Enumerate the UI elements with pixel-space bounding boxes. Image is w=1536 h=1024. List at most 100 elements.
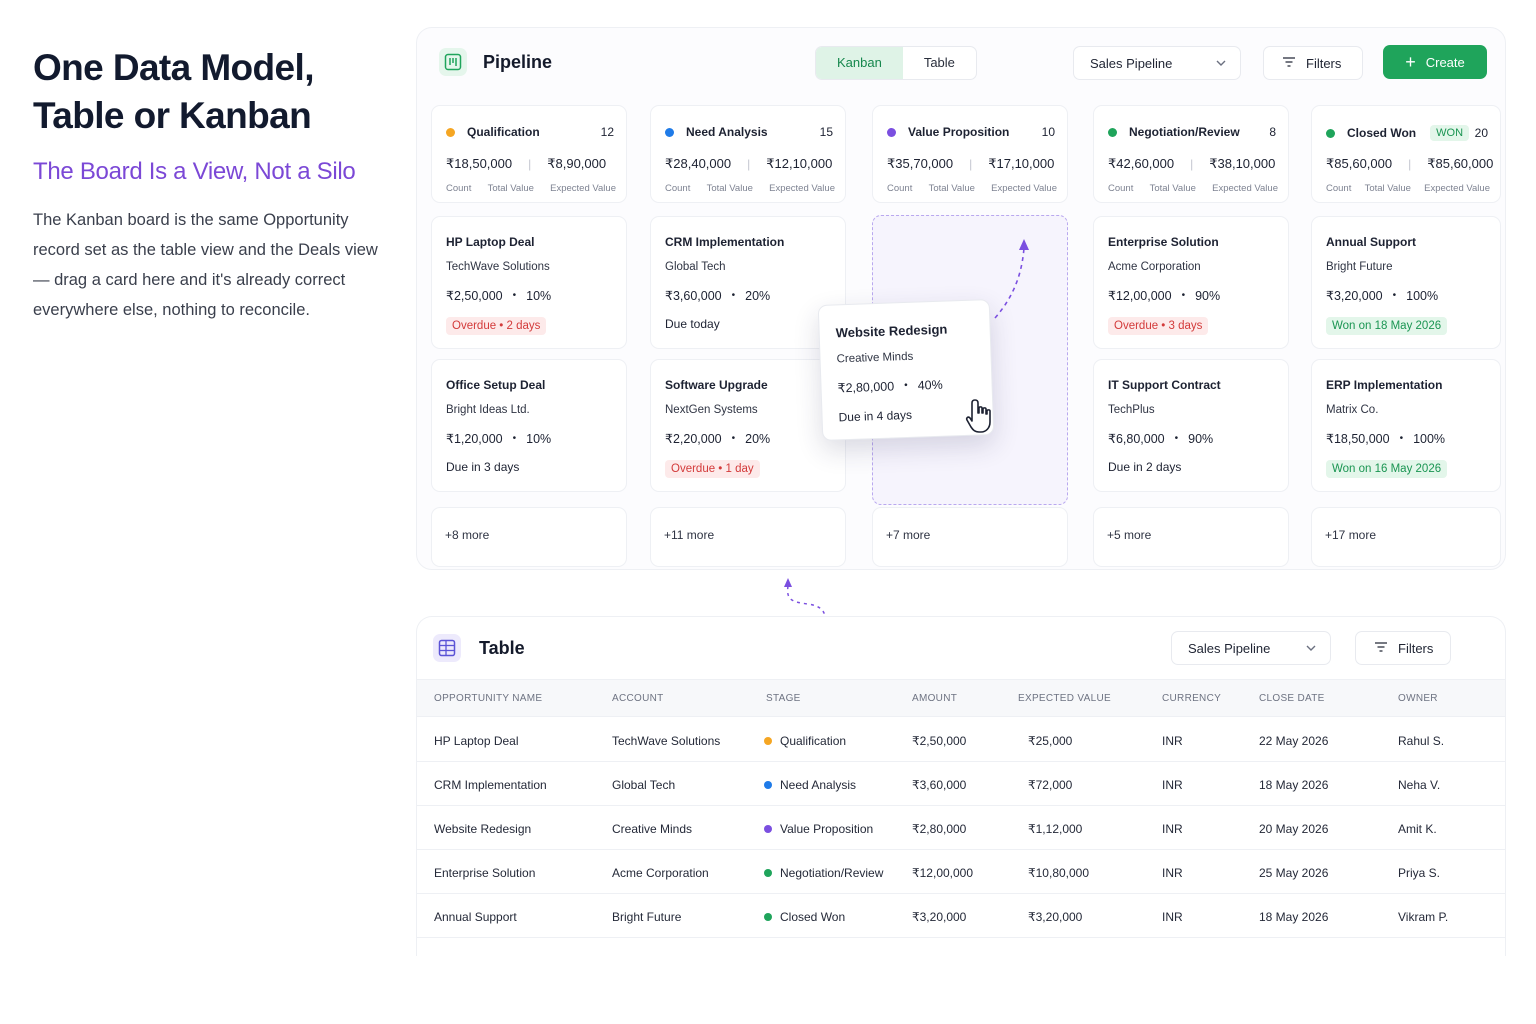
cell-currency: INR (1162, 778, 1183, 792)
status-badge: Won on 18 May 2026 (1326, 317, 1448, 335)
deal-account: Matrix Co. (1326, 404, 1379, 416)
deal-card[interactable]: IT Support Contract TechPlus ₹6,80,000•9… (1093, 359, 1289, 492)
deal-probability: 40% (917, 377, 943, 393)
stage-dot (764, 737, 772, 745)
stage-expected-value: ₹17,10,000 (988, 156, 1055, 171)
deal-name: Software Upgrade (665, 378, 768, 392)
deal-card[interactable]: CRM Implementation Global Tech ₹3,60,000… (650, 216, 846, 349)
view-toggle: Kanban Table (815, 46, 977, 80)
show-more-link[interactable]: +8 more (431, 507, 627, 567)
filters-label: Filters (1306, 55, 1342, 71)
column-header[interactable]: EXPECTED VALUE (1018, 693, 1111, 704)
deal-card[interactable]: Software Upgrade NextGen Systems ₹2,20,0… (650, 359, 846, 492)
deal-card[interactable]: Enterprise Solution Acme Corporation ₹12… (1093, 216, 1289, 349)
deal-account: Acme Corporation (1108, 261, 1201, 273)
label-count: Count (1108, 183, 1134, 194)
dragging-deal-card[interactable]: Website Redesign Creative Minds ₹2,80,00… (817, 299, 995, 441)
stage-total-value: ₹18,50,000 (446, 156, 513, 171)
kanban-board-icon (439, 48, 467, 76)
filter-icon (1374, 641, 1388, 656)
cell-account: Bright Future (612, 910, 682, 924)
title-line-1: One Data Model, (33, 47, 314, 88)
deal-card[interactable]: ERP Implementation Matrix Co. ₹18,50,000… (1311, 359, 1501, 492)
deal-amount: ₹2,20,000 (665, 432, 722, 446)
show-more-link[interactable]: +5 more (1093, 507, 1289, 567)
column-header[interactable]: OPPORTUNITY NAME (434, 693, 543, 704)
table-pipeline-select[interactable]: Sales Pipeline (1171, 631, 1331, 665)
table-header-row: OPPORTUNITY NAME ACCOUNT STAGE AMOUNT EX… (417, 679, 1505, 717)
table-row[interactable]: HP Laptop Deal TechWave Solutions Qualif… (417, 718, 1505, 762)
label-count: Count (1326, 183, 1352, 194)
stage-name: Qualification (467, 125, 540, 139)
table-row[interactable]: Enterprise Solution Acme Corporation Neg… (417, 850, 1505, 894)
stage-dot (764, 869, 772, 877)
kanban-title: Pipeline (483, 52, 553, 72)
cell-currency: INR (1162, 734, 1183, 748)
deal-probability: 20% (745, 431, 771, 446)
table-row[interactable]: CRM Implementation Global Tech Need Anal… (417, 762, 1505, 806)
stage-dot (1108, 127, 1117, 137)
deal-due: Due in 4 days (838, 407, 913, 425)
deal-card[interactable]: Annual Support Bright Future ₹3,20,000•1… (1311, 216, 1501, 349)
show-more-link[interactable]: +11 more (650, 507, 846, 567)
create-button[interactable]: + Create (1383, 45, 1487, 79)
show-more-link[interactable]: +17 more (1311, 507, 1501, 567)
cell-close-date: 20 May 2026 (1259, 822, 1329, 836)
deal-probability: 100% (1413, 431, 1446, 446)
cell-opportunity: Enterprise Solution (434, 866, 536, 880)
stage-dot (764, 913, 772, 921)
cell-expected-value: ₹25,000 (1028, 734, 1073, 748)
status-badge: Overdue • 3 days (1108, 317, 1209, 335)
cell-stage: Value Proposition (764, 822, 873, 836)
deal-probability: 90% (1195, 288, 1221, 303)
deal-card[interactable]: Office Setup Deal Bright Ideas Ltd. ₹1,2… (431, 359, 627, 492)
column-header[interactable]: OWNER (1398, 693, 1438, 704)
tab-kanban[interactable]: Kanban (816, 47, 903, 79)
stage-expected-value: ₹85,60,000 (1427, 156, 1494, 171)
deal-card[interactable]: HP Laptop Deal TechWave Solutions ₹2,50,… (431, 216, 627, 349)
cell-close-date: 22 May 2026 (1259, 734, 1329, 748)
status-badge: Overdue • 1 day (665, 460, 760, 478)
label-total-value: Total Value (1149, 183, 1196, 194)
stage-total-value: ₹28,40,000 (665, 156, 732, 171)
kanban-header: Pipeline Kanban Table Sales Pipeline Fil… (417, 28, 1505, 98)
page-title: One Data Model, Table or Kanban (33, 44, 393, 140)
cell-expected-value: ₹72,000 (1028, 778, 1073, 792)
table-row[interactable]: Annual Support Bright Future Closed Won … (417, 894, 1505, 938)
column-header[interactable]: CURRENCY (1162, 693, 1222, 704)
column-header[interactable]: ACCOUNT (612, 693, 664, 704)
divider: | (528, 157, 532, 171)
stage-count: 8 (1269, 125, 1276, 139)
deal-account: Bright Ideas Ltd. (446, 404, 530, 416)
cell-amount: ₹3,60,000 (912, 778, 967, 792)
cell-amount: ₹12,00,000 (912, 866, 974, 880)
divider: | (969, 157, 973, 171)
cell-amount: ₹2,50,000 (912, 734, 967, 748)
deal-name: Enterprise Solution (1108, 235, 1219, 249)
intro-section: One Data Model, Table or Kanban The Boar… (33, 44, 393, 325)
deal-account: TechPlus (1108, 404, 1155, 416)
deal-probability: 10% (526, 431, 552, 446)
deal-probability: 20% (745, 288, 771, 303)
filters-button[interactable]: Filters (1263, 46, 1363, 80)
table-row[interactable]: Website Redesign Creative Minds Value Pr… (417, 806, 1505, 850)
cell-stage: Negotiation/Review (764, 866, 883, 880)
stage-expected-value: ₹8,90,000 (547, 156, 607, 171)
deal-due: Due today (665, 317, 720, 331)
column-header[interactable]: AMOUNT (912, 693, 958, 704)
deal-probability: 100% (1406, 288, 1439, 303)
divider: | (1190, 157, 1194, 171)
stage-summary: Value Proposition 10 ₹35,70,000 | ₹17,10… (872, 105, 1068, 203)
stage-dot (764, 825, 772, 833)
table-filters-button[interactable]: Filters (1355, 631, 1451, 665)
show-more-link[interactable]: +7 more (872, 507, 1068, 567)
kanban-panel: Pipeline Kanban Table Sales Pipeline Fil… (416, 27, 1506, 570)
column-header[interactable]: CLOSE DATE (1259, 693, 1325, 704)
status-badge: Won on 16 May 2026 (1326, 460, 1448, 478)
column-header[interactable]: STAGE (766, 693, 801, 704)
plus-icon: + (1405, 52, 1416, 72)
stage-name: Negotiation/Review (1129, 125, 1240, 139)
tab-table[interactable]: Table (923, 55, 955, 70)
pipeline-select[interactable]: Sales Pipeline (1073, 46, 1241, 80)
page-subtitle: The Board Is a View, Not a Silo (33, 158, 356, 185)
